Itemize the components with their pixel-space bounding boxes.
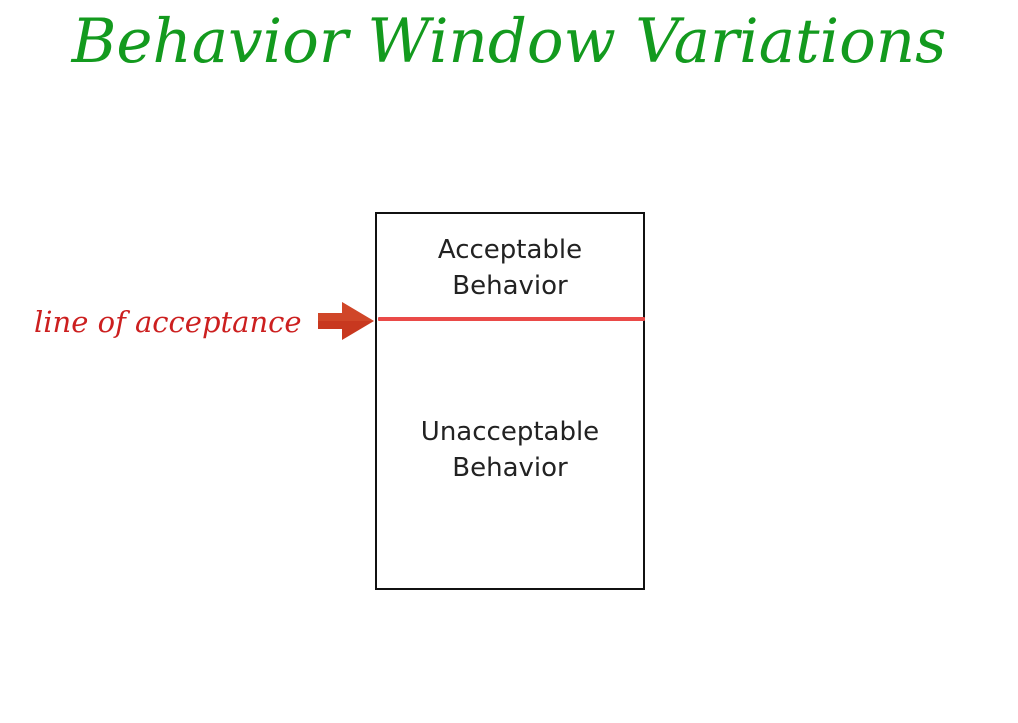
slide-title: Behavior Window Variations	[71, 6, 947, 77]
unacceptable-region-label: Unacceptable Behavior	[377, 414, 643, 486]
acceptable-region-label: Acceptable Behavior	[377, 232, 643, 304]
behavior-window-box: Acceptable Behavior Unacceptable Behavio…	[375, 212, 645, 590]
unacceptable-label-line2: Behavior	[452, 453, 568, 483]
acceptable-label-line1: Acceptable	[437, 235, 583, 265]
right-arrow-icon	[318, 302, 374, 340]
line-of-acceptance-caption: line of acceptance	[34, 305, 302, 339]
line-of-acceptance	[378, 317, 645, 321]
acceptable-label-line2: Behavior	[452, 271, 568, 301]
unacceptable-label-line1: Unacceptable	[420, 417, 600, 447]
